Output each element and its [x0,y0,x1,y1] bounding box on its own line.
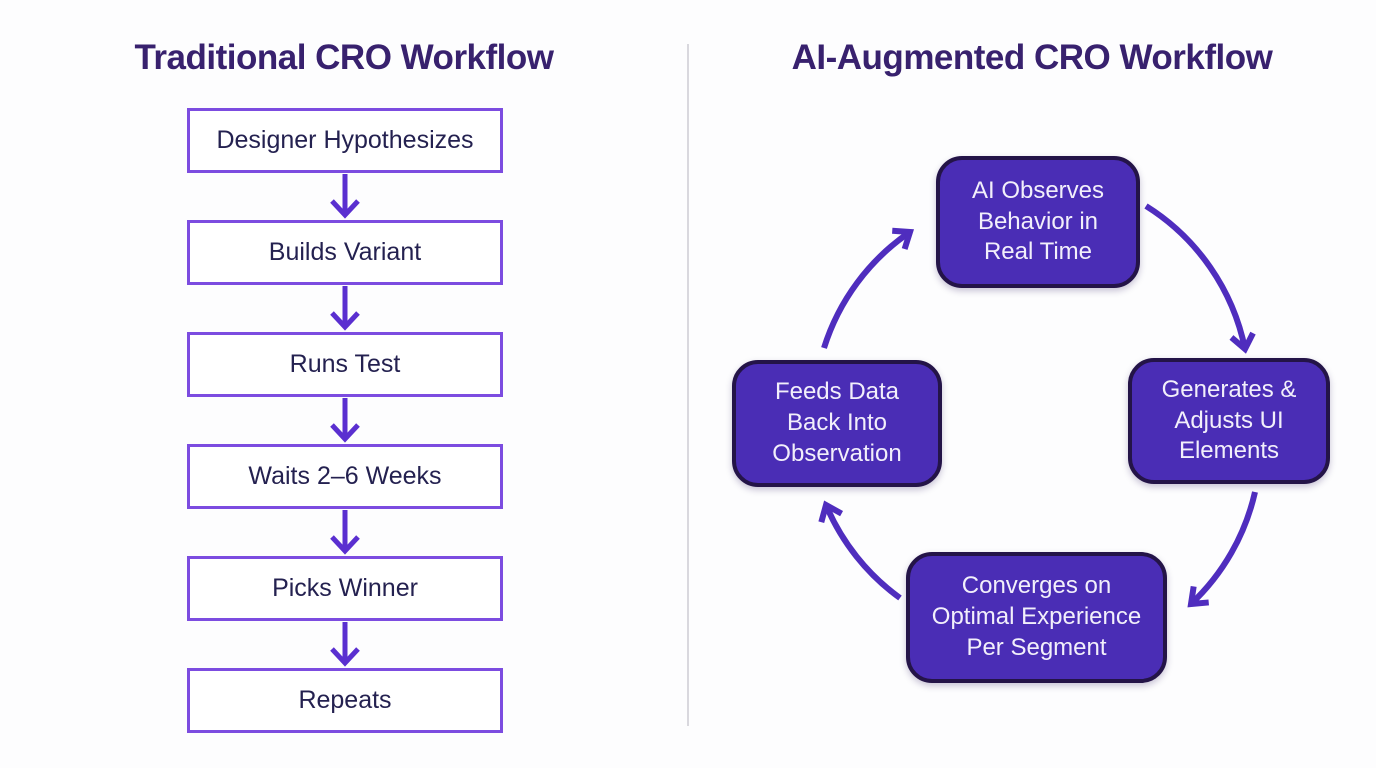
cycle-arc-left-to-top [821,227,915,349]
arrow-down-icon [330,174,360,219]
flow-step-designer-hypothesizes: Designer Hypothesizes [187,108,503,173]
cycle-arc-top-to-right [1144,203,1256,354]
cycle-step-generates-adjusts: Generates & Adjusts UI Elements [1128,358,1330,484]
ai-workflow-panel: AI-Augmented CRO Workflow AI Observes Be… [688,0,1376,768]
arrow-down-icon [330,510,360,555]
arrow-down-icon [330,398,360,443]
cycle-arc-right-to-bottom [1187,491,1258,608]
cycle-arc-bottom-to-left [818,500,902,601]
flow-step-repeats: Repeats [187,668,503,733]
cycle-step-ai-observes: AI Observes Behavior in Real Time [936,156,1140,288]
arrow-down-icon [330,286,360,331]
flow-step-builds-variant: Builds Variant [187,220,503,285]
flow-step-picks-winner: Picks Winner [187,556,503,621]
panel-divider [687,44,689,726]
flow-step-waits-weeks: Waits 2–6 Weeks [187,444,503,509]
cycle-step-feeds-data: Feeds Data Back Into Observation [732,360,942,487]
traditional-workflow-panel: Traditional CRO Workflow Designer Hypoth… [134,38,554,733]
traditional-workflow-title: Traditional CRO Workflow [134,38,554,77]
flow-step-runs-test: Runs Test [187,332,503,397]
ai-workflow-title: AI-Augmented CRO Workflow [791,38,1273,77]
cycle-step-converges: Converges on Optimal Experience Per Segm… [906,552,1167,683]
arrow-down-icon [330,622,360,667]
